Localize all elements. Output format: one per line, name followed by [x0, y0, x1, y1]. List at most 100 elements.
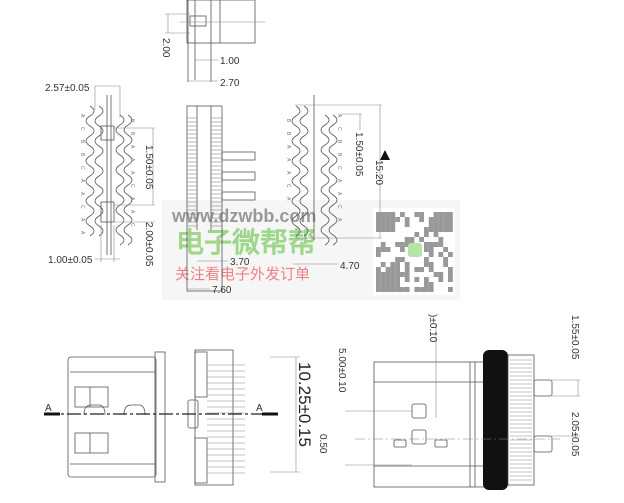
bottom-left-view: A A 10.25±0.15 0.50: [44, 349, 328, 486]
pin-letter: C: [79, 205, 85, 209]
qr-module: [380, 282, 386, 287]
pin-letter: A: [336, 179, 342, 183]
qr-module: [414, 267, 420, 272]
qr-module: [424, 262, 429, 267]
qr-module: [414, 277, 420, 282]
qr-module: [428, 262, 434, 267]
pin-letter: C: [336, 127, 342, 131]
bottom-dim-partial: 0.50: [317, 434, 328, 454]
qr-module: [404, 262, 410, 267]
qr-module: [428, 267, 434, 272]
qr-module: [385, 272, 391, 277]
qr-module: [419, 267, 424, 272]
qr-module: [438, 237, 444, 242]
section-label-right: A: [256, 403, 263, 414]
arrow-up-icon: [380, 150, 390, 160]
qr-module: [433, 222, 439, 227]
qr-module: [380, 217, 386, 222]
qr-module: [433, 212, 439, 217]
qr-module: [404, 222, 410, 227]
pin-letter: A: [129, 197, 135, 201]
left-dim-width: 1.00±0.05: [48, 255, 93, 266]
qr-module: [424, 227, 429, 232]
pin-letter: A: [79, 218, 85, 222]
qr-module: [390, 217, 396, 222]
qr-module: [424, 287, 429, 292]
qr-module: [390, 262, 396, 267]
pin-letter: C: [79, 166, 85, 170]
qr-module: [438, 222, 444, 227]
qr-module: [380, 227, 386, 232]
qr-module: [443, 262, 448, 267]
qr-module: [448, 217, 453, 222]
qr-module: [424, 257, 429, 262]
qr-module: [433, 232, 439, 237]
qr-module: [448, 252, 453, 257]
watermark-url: www.dzwbb.com: [171, 206, 316, 226]
qr-module: [380, 272, 386, 277]
qr-module: [376, 227, 381, 232]
qr-module: [428, 282, 434, 287]
pin-letter: A: [129, 158, 135, 162]
qr-module: [376, 217, 381, 222]
pin-letter: C: [285, 184, 291, 188]
qr-module: [409, 237, 415, 242]
pin-letter: A: [336, 192, 342, 196]
pin-letter: C: [79, 127, 85, 131]
bottom-right-dim-pin-2: 2.05±0.05: [569, 412, 580, 457]
qr-module: [419, 287, 424, 292]
qr-module: [376, 247, 381, 252]
qr-module: [380, 222, 386, 227]
qr-module: [376, 277, 381, 282]
qr-module: [438, 272, 444, 277]
bottom-right-dim-height: 5.00±0.10: [336, 348, 347, 393]
qr-module: [385, 217, 391, 222]
watermark-slogan: 关注看电子外发订单: [175, 266, 310, 283]
pin-letter: A: [79, 231, 85, 235]
qr-module: [376, 212, 381, 217]
pin-letter: A: [129, 210, 135, 214]
qr-module: [443, 247, 448, 252]
qr-module: [443, 217, 448, 222]
qr-module: [395, 262, 400, 267]
qr-module: [380, 277, 386, 282]
right-dim-pitch: 1.50±0.05: [353, 132, 364, 177]
pin-letter: B: [79, 140, 85, 144]
left-dim-pitch-1: 1.50±0.05: [143, 145, 154, 190]
qr-module: [404, 287, 410, 292]
pin-letter: C: [336, 166, 342, 170]
qr-module: [448, 212, 453, 217]
qr-module: [424, 277, 429, 282]
bottom-right-dim-pin-1: 1.55±0.05: [569, 315, 580, 360]
qr-module: [404, 242, 410, 247]
qr-module: [433, 272, 439, 277]
qr-module: [385, 247, 391, 252]
top-dim-height: 2.00: [160, 38, 171, 58]
pin-letter: A: [79, 179, 85, 183]
pin-letter: A: [336, 114, 342, 118]
qr-module: [400, 242, 405, 247]
qr-module: [400, 272, 405, 277]
qr-module: [428, 217, 434, 222]
bottom-right-view: 5.00±0.10 )±0.10 1.55±0.05 2.05±0.05: [336, 314, 580, 490]
qr-module: [448, 287, 453, 292]
qr-module: [395, 287, 400, 292]
qr-module: [414, 232, 420, 237]
left-dim-offset: 2.57±0.05: [45, 83, 90, 94]
qr-module: [428, 222, 434, 227]
pin-letter: A: [79, 114, 85, 118]
qr-module: [380, 242, 386, 247]
qr-module: [390, 212, 396, 217]
qr-module: [400, 257, 405, 262]
middle-view: 3.70 7.60: [186, 105, 256, 296]
qr-module: [400, 287, 405, 292]
qr-module: [428, 287, 434, 292]
pin-letter: B: [285, 119, 291, 123]
pin-letter: B: [336, 140, 342, 144]
pin-letter: A: [129, 171, 135, 175]
qr-module: [424, 242, 429, 247]
pin-letter: A: [285, 197, 291, 201]
qr-module: [385, 227, 391, 232]
qr-module: [438, 217, 444, 222]
